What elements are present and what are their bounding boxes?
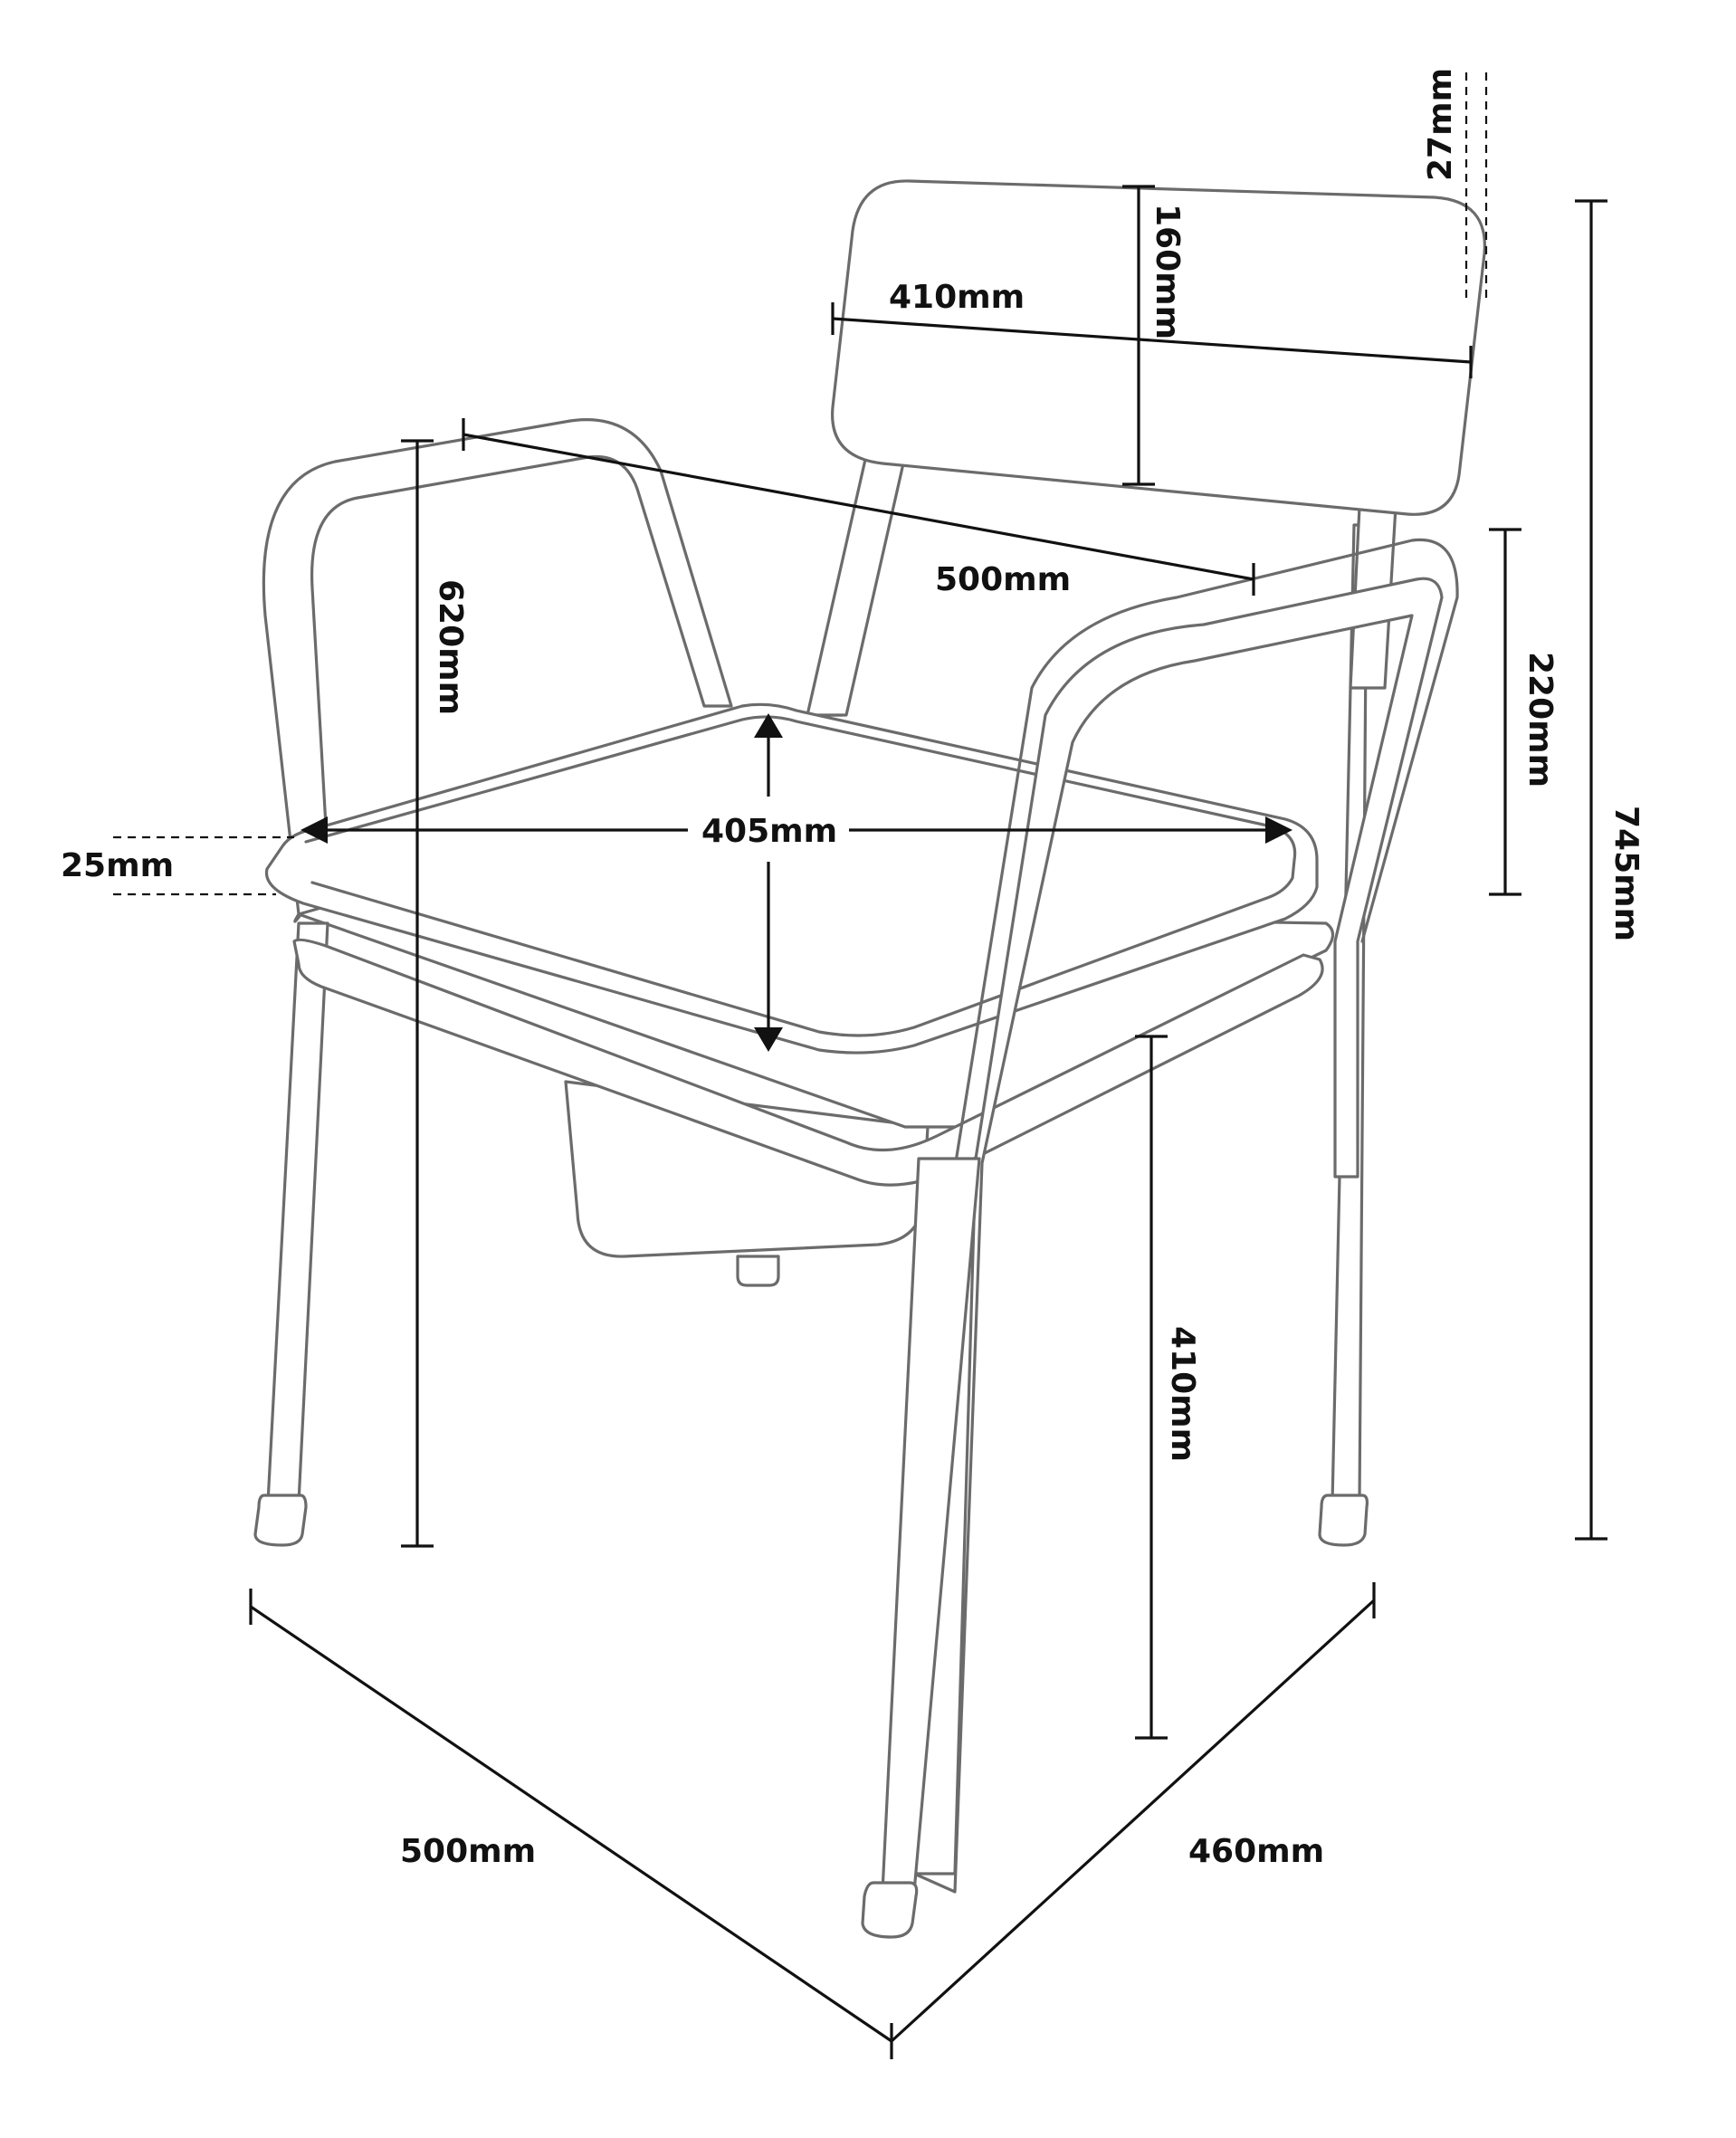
seat-under-rail	[292, 938, 1324, 1187]
left-foot	[253, 1494, 308, 1547]
right-armrest-outer	[953, 538, 1459, 1169]
label-seat-thickness: 25mm	[61, 847, 174, 884]
label-seat-level-height: 620mm	[432, 579, 469, 715]
label-backrest-width: 410mm	[889, 279, 1025, 316]
bucket-handle	[736, 1255, 780, 1287]
label-arm-to-back-depth: 500mm	[935, 561, 1071, 598]
right-armrest-front-leg	[912, 577, 1444, 1894]
front-foot	[861, 1881, 919, 1939]
dimension-lines	[113, 72, 1607, 2059]
label-base-width: 500mm	[400, 1833, 536, 1870]
chair-outline	[253, 179, 1486, 1939]
backrest-post-left	[806, 442, 910, 717]
label-backrest-offset: 27mm	[1422, 68, 1459, 181]
right-foot	[1318, 1494, 1369, 1547]
seat-inner-edge	[304, 715, 1297, 1037]
dimension-labels: 27mm 160mm 410mm 500mm 745mm 220mm 620mm…	[61, 68, 1645, 1870]
label-seat-width: 405mm	[701, 813, 837, 850]
label-seat-height: 410mm	[1164, 1326, 1201, 1462]
label-backrest-height: 160mm	[1149, 204, 1186, 339]
label-total-height: 745mm	[1607, 806, 1645, 941]
label-base-depth: 460mm	[1188, 1833, 1324, 1870]
label-armrest-height: 220mm	[1521, 652, 1559, 787]
backrest-panel	[831, 179, 1486, 516]
front-left-leg	[266, 921, 329, 1504]
